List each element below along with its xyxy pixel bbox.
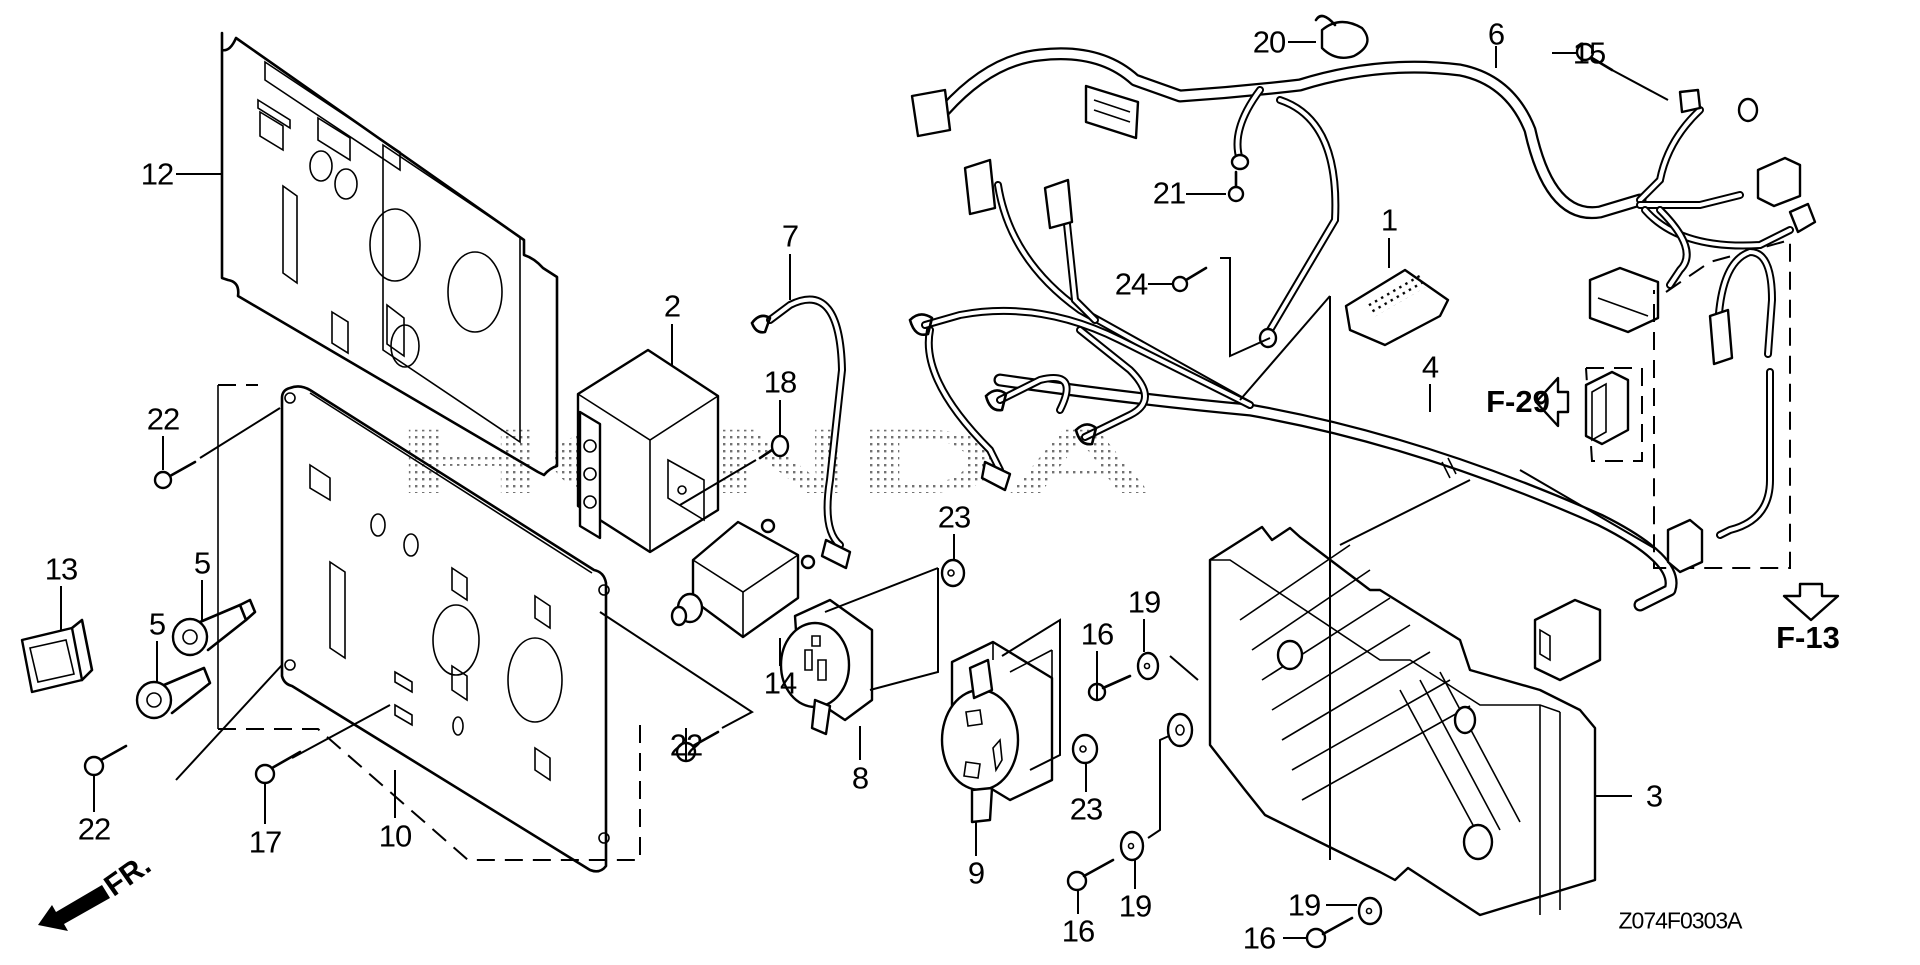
callout-8[interactable]: 8 — [851, 760, 869, 796]
watermark-honda: HONDA — [395, 411, 1155, 513]
part-19-washer-lower[interactable] — [1119, 731, 1179, 862]
callout-19[interactable]: 19 — [1287, 887, 1321, 923]
part-13-rocker-switch[interactable] — [20, 618, 94, 694]
part-10-control-panel[interactable] — [175, 384, 641, 873]
leader-lines — [60, 173, 1357, 939]
arrow-f13-down — [1782, 582, 1840, 622]
callout-23[interactable]: 23 — [937, 499, 971, 535]
callout-19[interactable]: 19 — [1127, 584, 1161, 620]
callout-4[interactable]: 4 — [1421, 349, 1439, 385]
callout-24[interactable]: 24 — [1114, 266, 1148, 302]
part-16-bolt-mid[interactable] — [1087, 674, 1132, 702]
callout-10[interactable]: 10 — [378, 818, 412, 854]
part-2-receptacle-box[interactable] — [576, 348, 720, 554]
callout-5[interactable]: 5 — [193, 545, 211, 581]
callout-14[interactable]: 14 — [763, 665, 797, 701]
part-9-twist-lock-receptacle[interactable] — [940, 618, 1061, 824]
arrow-f29-left — [1534, 376, 1570, 428]
callout-22[interactable]: 22 — [669, 727, 703, 763]
reference-f13[interactable]: F-13 — [1776, 620, 1840, 655]
callout-21[interactable]: 21 — [1152, 175, 1186, 211]
part-23-nut-top[interactable] — [940, 558, 966, 588]
part-14-circuit-breaker[interactable] — [670, 518, 816, 639]
callout-22[interactable]: 22 — [146, 401, 180, 437]
part-3-inverter-unit[interactable] — [1166, 479, 1632, 917]
part-6-main-harness[interactable] — [910, 46, 1817, 349]
callout-3[interactable]: 3 — [1645, 778, 1663, 814]
callout-16[interactable]: 16 — [1080, 616, 1114, 652]
callout-7[interactable]: 7 — [781, 218, 799, 254]
part-20-wire-clip[interactable] — [1288, 14, 1369, 59]
part-22-screw-bottom[interactable] — [83, 744, 128, 777]
front-direction-arrow — [38, 885, 110, 931]
callout-15[interactable]: 15 — [1572, 35, 1606, 71]
lead-wires-cluster[interactable] — [908, 158, 1254, 492]
part-5-fuse-holder-lower[interactable] — [135, 666, 212, 720]
callout-6[interactable]: 6 — [1487, 16, 1505, 52]
part-7-ground-cable[interactable] — [750, 295, 852, 570]
part-17-screw[interactable] — [254, 750, 302, 785]
part-16-bolt-bottom[interactable] — [1305, 916, 1354, 949]
part-1-connector-holder[interactable] — [1344, 238, 1450, 347]
part-23-nut-bottom[interactable] — [1071, 733, 1099, 765]
callout-13[interactable]: 13 — [44, 551, 78, 587]
callout-16[interactable]: 16 — [1061, 913, 1095, 949]
part-22-screw-top[interactable] — [153, 407, 281, 490]
part-19-washer-mid[interactable] — [1136, 651, 1199, 681]
part-4-sub-harness[interactable] — [993, 373, 1678, 682]
drawing-code: Z074F0303A — [1618, 907, 1743, 934]
reference-f29[interactable]: F-29 — [1486, 384, 1550, 419]
callout-2[interactable]: 2 — [663, 288, 681, 324]
callout-1[interactable]: 1 — [1380, 202, 1398, 238]
detail-box-f29 — [1584, 367, 1643, 462]
part-21-screw[interactable] — [1186, 170, 1245, 203]
part-24-flange-bolt[interactable] — [1148, 257, 1331, 860]
part-19-washer-bottom[interactable] — [1357, 896, 1383, 926]
callout-22[interactable]: 22 — [77, 811, 111, 847]
detail-box-f13 — [1519, 238, 1791, 574]
callout-12[interactable]: 12 — [140, 156, 174, 192]
callout-9[interactable]: 9 — [967, 855, 985, 891]
part-16-bolt-lower[interactable] — [1066, 858, 1115, 892]
watermark-text: HONDA — [395, 411, 1155, 513]
callout-17[interactable]: 17 — [248, 824, 282, 860]
callout-16[interactable]: 16 — [1242, 920, 1276, 956]
part-5-fuse-holder-upper[interactable] — [171, 598, 257, 657]
callout-19[interactable]: 19 — [1118, 888, 1152, 924]
callout-20[interactable]: 20 — [1252, 24, 1286, 60]
callout-5[interactable]: 5 — [148, 606, 166, 642]
callout-23[interactable]: 23 — [1069, 791, 1103, 827]
part-8-duplex-receptacle[interactable] — [779, 567, 939, 736]
part-18-terminal-screw[interactable] — [679, 434, 790, 506]
part-15-screw[interactable] — [1552, 42, 1669, 101]
part-12-face-plate[interactable] — [220, 31, 559, 477]
callout-18[interactable]: 18 — [763, 364, 797, 400]
